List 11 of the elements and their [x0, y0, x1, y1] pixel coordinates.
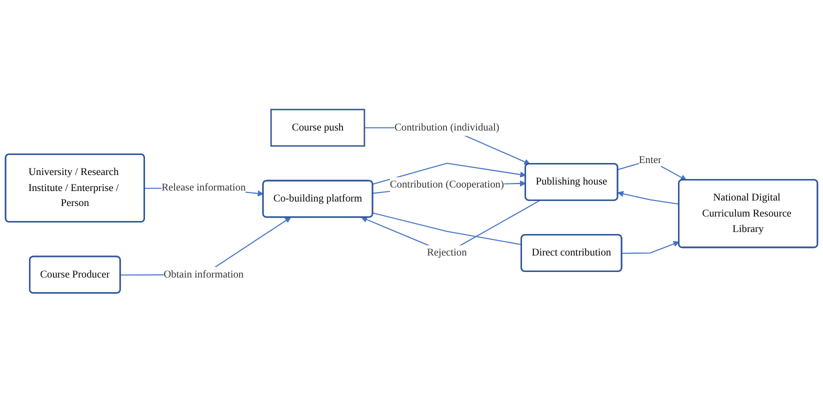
- arrow: [372, 162, 526, 184]
- edge-label: Contribution (Cooperation): [390, 179, 504, 190]
- edge-label: Enter: [638, 154, 662, 166]
- arrow: [618, 190, 680, 204]
- edge-label: Obtain information: [164, 268, 244, 280]
- node-box: Course push: [270, 108, 366, 146]
- connector: [372, 212, 522, 245]
- arrow: [622, 240, 680, 254]
- edge-label: Rejection: [426, 247, 467, 258]
- edge-label: Release information: [162, 182, 246, 194]
- edge-label: Contribution (individual): [394, 122, 500, 133]
